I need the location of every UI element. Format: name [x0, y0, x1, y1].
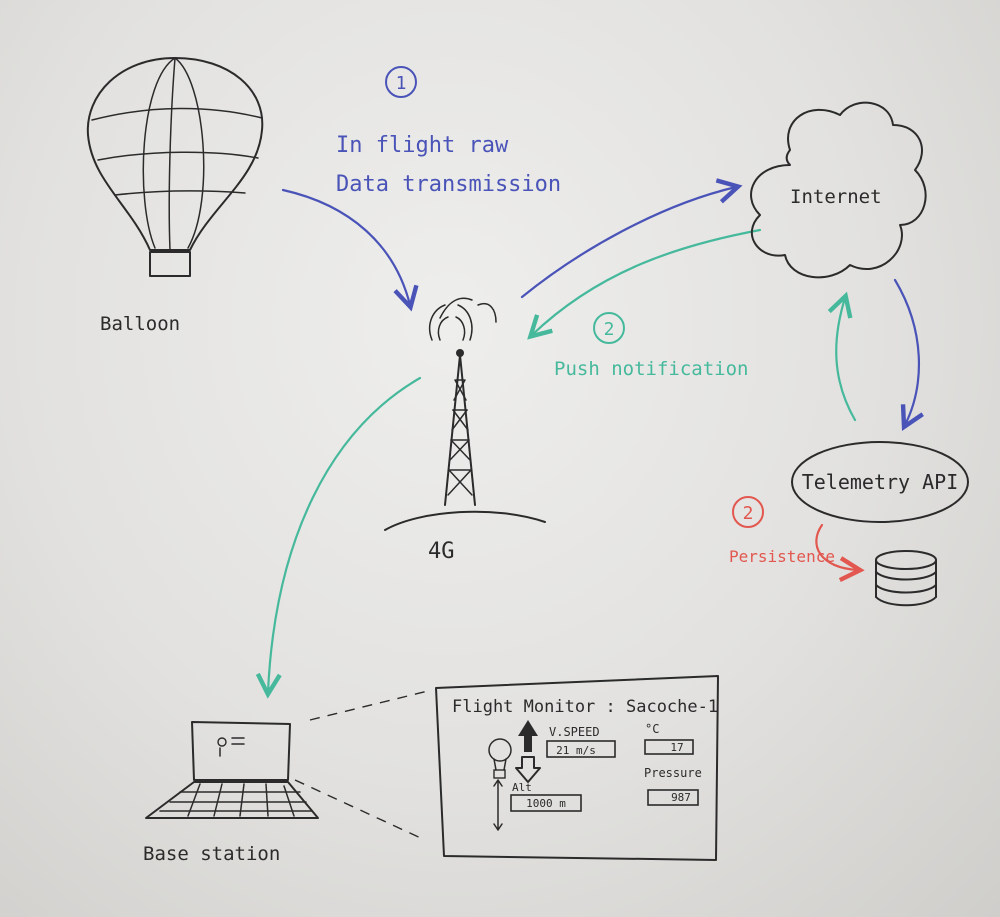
database-icon — [875, 550, 937, 607]
tower-label: 4G — [428, 539, 455, 564]
flight-monitor-title: Flight Monitor : Sacoche-1 — [452, 697, 718, 717]
pressure-value: 987 — [671, 791, 691, 804]
temperature-value: 17 — [670, 741, 683, 754]
mini-balloon-icon — [488, 738, 512, 779]
balloon-label: Balloon — [100, 313, 180, 335]
base-station-label: Base station — [143, 843, 280, 865]
arrow-tower-to-base-station — [268, 376, 422, 692]
telemetry-api-ellipse — [791, 441, 969, 523]
arrow-balloon-to-tower — [281, 188, 410, 305]
zoom-line-bottom — [294, 779, 426, 841]
balloon-icon — [86, 57, 264, 277]
vspeed-value: 21 m/s — [556, 744, 596, 757]
arrow-tower-to-internet — [520, 187, 736, 299]
arrow-internet-to-tower — [532, 228, 762, 335]
push-notification-label: Push notification — [554, 358, 748, 380]
step-1-number: 1 — [396, 73, 407, 94]
cloud-icon — [750, 101, 927, 279]
vspeed-label: V.SPEED — [549, 725, 600, 739]
step-1-label-line1: In flight raw — [336, 133, 509, 158]
altitude-value: 1000 m — [526, 797, 566, 810]
laptop-icon — [145, 721, 319, 819]
cell-tower-icon — [384, 297, 546, 531]
step-2-circle — [593, 312, 625, 344]
vspeed-box — [546, 740, 616, 758]
arrow-api-to-internet — [836, 298, 857, 422]
pressure-label: Pressure — [644, 766, 702, 780]
step-2-number: 2 — [604, 319, 615, 340]
flight-monitor-panel — [435, 675, 719, 861]
persistence-step-number: 2 — [743, 503, 754, 524]
internet-label: Internet — [790, 186, 882, 208]
altitude-axis-icon — [493, 779, 503, 831]
vertical-direction-arrows — [515, 720, 541, 783]
step-1-circle — [385, 66, 417, 98]
persistence-label: Persistence — [729, 547, 835, 566]
altitude-box — [510, 794, 582, 812]
temperature-box — [644, 739, 694, 755]
persistence-step-circle — [732, 496, 764, 528]
temperature-label: °C — [645, 722, 659, 736]
zoom-line-top — [309, 689, 433, 721]
arrow-internet-to-api — [893, 278, 919, 425]
pressure-box — [647, 789, 699, 806]
telemetry-api-label: Telemetry API — [802, 470, 959, 494]
step-1-label-line2: Data transmission — [336, 172, 561, 197]
altitude-label: Alt — [512, 781, 532, 794]
arrow-persistence — [815, 523, 858, 570]
